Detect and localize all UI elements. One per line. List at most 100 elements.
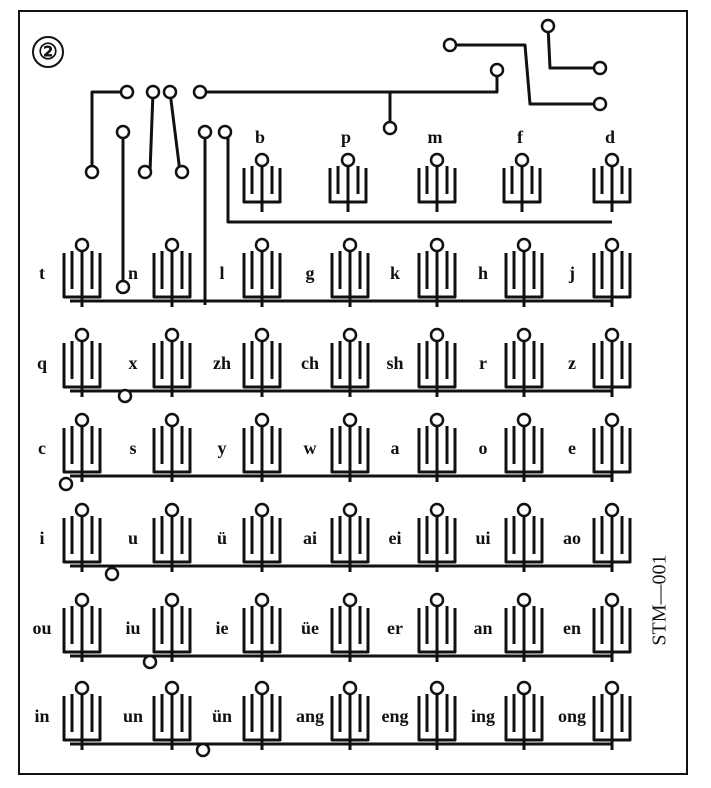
contact-node xyxy=(119,84,135,100)
contact-node xyxy=(164,412,180,428)
letter-label: ei xyxy=(388,528,402,548)
letter-label: d xyxy=(604,127,616,147)
contact-node xyxy=(604,152,620,168)
letter-label: t xyxy=(39,263,45,283)
contact-node xyxy=(145,84,161,100)
letter-label: b xyxy=(254,127,266,147)
letter-label: f xyxy=(517,127,523,147)
contact-node xyxy=(192,84,208,100)
letter-label: un xyxy=(122,706,144,726)
wire xyxy=(390,70,499,94)
contact-node xyxy=(429,502,445,518)
contact-node xyxy=(74,237,90,253)
letter-label: sh xyxy=(386,353,404,373)
contact-node xyxy=(516,592,532,608)
wire xyxy=(546,25,600,70)
letter-label: s xyxy=(129,438,137,458)
contact-node xyxy=(115,279,131,295)
contact-node xyxy=(162,84,178,100)
contact-node xyxy=(195,742,211,758)
contact-node xyxy=(342,327,358,343)
contact-node xyxy=(142,654,158,670)
contact-node xyxy=(115,124,131,140)
bus-wire xyxy=(226,135,612,224)
contact-node xyxy=(604,412,620,428)
letter-label: an xyxy=(473,618,493,638)
contact-node xyxy=(217,124,233,140)
letter-label: a xyxy=(390,438,400,458)
letter-label: u xyxy=(127,528,139,548)
contact-node xyxy=(197,124,213,140)
contact-node xyxy=(174,164,190,180)
contact-node xyxy=(164,680,180,696)
letter-label: y xyxy=(217,438,227,458)
contact-node xyxy=(592,96,608,112)
contact-node xyxy=(254,680,270,696)
letter-label: iu xyxy=(125,618,141,638)
contact-node xyxy=(164,237,180,253)
letter-label: ie xyxy=(215,618,229,638)
letter-label: ing xyxy=(470,706,496,726)
letter-label: eng xyxy=(381,706,409,726)
contact-node xyxy=(104,566,120,582)
letter-label: j xyxy=(569,263,575,283)
letter-label: ai xyxy=(302,528,318,548)
letter-label: ou xyxy=(32,618,52,638)
letter-label: w xyxy=(303,438,317,458)
contact-node xyxy=(604,592,620,608)
contact-node xyxy=(342,592,358,608)
wire xyxy=(148,91,155,173)
contact-node xyxy=(604,237,620,253)
contact-node xyxy=(516,680,532,696)
contact-node xyxy=(429,152,445,168)
contact-node xyxy=(74,327,90,343)
letter-label: zh xyxy=(213,353,231,373)
letter-label: en xyxy=(563,618,581,638)
contact-node xyxy=(604,502,620,518)
contact-node xyxy=(137,164,153,180)
contact-node xyxy=(340,152,356,168)
contact-node xyxy=(516,502,532,518)
contact-node xyxy=(604,327,620,343)
contact-node xyxy=(74,592,90,608)
contact-node xyxy=(429,412,445,428)
wire xyxy=(200,90,392,128)
letter-label: ch xyxy=(301,353,319,373)
letter-label: ün xyxy=(211,706,233,726)
wire xyxy=(168,91,182,173)
letter-label: in xyxy=(34,706,50,726)
letter-label: p xyxy=(340,127,352,147)
contact-node xyxy=(592,60,608,76)
contact-node xyxy=(164,502,180,518)
figure-number: ② xyxy=(32,36,64,68)
contact-node xyxy=(516,327,532,343)
letter-label: n xyxy=(127,263,139,283)
letter-label: üe xyxy=(301,618,319,638)
wire xyxy=(450,43,600,106)
letter-label: ong xyxy=(557,706,587,726)
contact-node xyxy=(254,412,270,428)
contact-node xyxy=(254,592,270,608)
contact-node xyxy=(74,502,90,518)
contact-node xyxy=(254,152,270,168)
letter-label: er xyxy=(387,618,403,638)
contact-node xyxy=(164,327,180,343)
contact-node xyxy=(516,412,532,428)
letter-label: g xyxy=(305,263,315,283)
contact-node xyxy=(429,327,445,343)
contact-node xyxy=(342,680,358,696)
contact-node xyxy=(117,388,133,404)
letter-label: ü xyxy=(216,528,228,548)
contact-node xyxy=(442,37,458,53)
letter-label: x xyxy=(128,353,138,373)
contact-node xyxy=(429,592,445,608)
contact-node xyxy=(429,680,445,696)
contact-node xyxy=(429,237,445,253)
letter-label: k xyxy=(389,263,401,283)
contact-node xyxy=(342,237,358,253)
letter-label: ang xyxy=(295,706,325,726)
letter-label: ui xyxy=(475,528,491,548)
contact-node xyxy=(540,18,556,34)
contact-node xyxy=(382,120,398,136)
